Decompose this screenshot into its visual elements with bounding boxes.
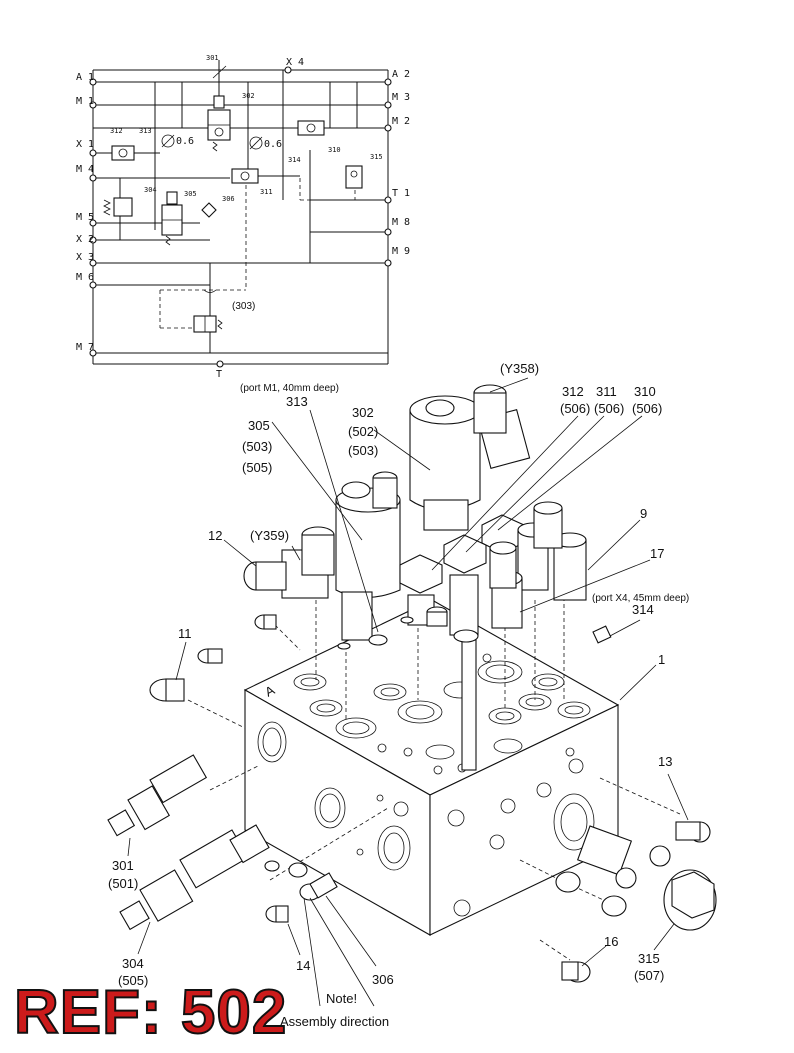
port-m7: M 7 bbox=[76, 342, 94, 353]
hydraulic-schematic: A 1 M 1 X 1 M 4 M 5 X 2 X 3 M 6 M 7 A 2 … bbox=[76, 54, 410, 380]
port-a2: A 2 bbox=[392, 69, 410, 80]
port-m2: M 2 bbox=[392, 116, 410, 127]
label-315: 315 bbox=[638, 951, 660, 966]
reference-number: REF: 502 bbox=[13, 978, 288, 1047]
label-302-503: (503) bbox=[348, 443, 378, 458]
schem-312: 312 bbox=[110, 127, 123, 135]
label-port-x4: (port X4, 45mm deep) bbox=[592, 593, 689, 604]
label-assembly-direction: Assembly direction bbox=[280, 1014, 389, 1029]
schem-orifice-2: 0.6 bbox=[264, 139, 282, 150]
label-11: 11 bbox=[178, 626, 192, 641]
port-m3: M 3 bbox=[392, 92, 410, 103]
schem-302: 302 bbox=[242, 92, 255, 100]
schem-313: 313 bbox=[139, 127, 152, 135]
label-302-502: (502) bbox=[348, 424, 378, 439]
port-t: T bbox=[216, 369, 222, 380]
port-x2: X 2 bbox=[76, 234, 94, 245]
label-313: 313 bbox=[286, 394, 308, 409]
label-304-505: (505) bbox=[118, 973, 148, 988]
port-x1: X 1 bbox=[76, 139, 94, 150]
label-311: 311 bbox=[596, 384, 617, 399]
label-312-506: (506) bbox=[560, 401, 590, 416]
label-302: 302 bbox=[352, 405, 374, 420]
port-a1: A 1 bbox=[76, 72, 94, 83]
label-305-505: (505) bbox=[242, 460, 272, 475]
port-x3: X 3 bbox=[76, 252, 94, 263]
label-port-m1: (port M1, 40mm deep) bbox=[240, 383, 339, 394]
label-16: 16 bbox=[604, 934, 618, 949]
label-y359: (Y359) bbox=[250, 528, 289, 543]
port-m4: M 4 bbox=[76, 164, 94, 175]
label-12: 12 bbox=[208, 528, 222, 543]
schem-310: 310 bbox=[328, 146, 341, 154]
label-306: 306 bbox=[372, 972, 394, 987]
schem-301: 301 bbox=[206, 54, 219, 62]
label-310: 310 bbox=[634, 384, 656, 399]
label-1: 1 bbox=[658, 652, 665, 667]
label-305-503: (503) bbox=[242, 439, 272, 454]
schem-314: 314 bbox=[288, 156, 301, 164]
port-m1: M 1 bbox=[76, 96, 94, 107]
schem-315: 315 bbox=[370, 153, 383, 161]
label-17: 17 bbox=[650, 546, 664, 561]
label-note: Note! bbox=[326, 991, 357, 1006]
schem-304: 304 bbox=[144, 186, 157, 194]
schem-306: 306 bbox=[222, 195, 235, 203]
label-315-507: (507) bbox=[634, 968, 664, 983]
label-305: 305 bbox=[248, 418, 270, 433]
label-312: 312 bbox=[562, 384, 584, 399]
label-310-506: (506) bbox=[632, 401, 662, 416]
label-9: 9 bbox=[640, 506, 647, 521]
port-m8: M 8 bbox=[392, 217, 410, 228]
label-311-506: (506) bbox=[594, 401, 624, 416]
label-314: 314 bbox=[632, 602, 654, 617]
schem-305: 305 bbox=[184, 190, 197, 198]
port-m6: M 6 bbox=[76, 272, 94, 283]
port-t1: T 1 bbox=[392, 188, 410, 199]
part-labels: (Y358) (port M1, 40mm deep) 313 302 (502… bbox=[108, 361, 689, 1029]
port-m9: M 9 bbox=[392, 246, 410, 257]
port-m5: M 5 bbox=[76, 212, 94, 223]
schem-311: 311 bbox=[260, 188, 273, 196]
schem-303: (303) bbox=[232, 301, 255, 312]
label-301: 301 bbox=[112, 858, 134, 873]
port-x4: X 4 bbox=[286, 57, 304, 68]
label-301-501: (501) bbox=[108, 876, 138, 891]
label-14: 14 bbox=[296, 958, 310, 973]
schem-orifice-1: 0.6 bbox=[176, 136, 194, 147]
label-304: 304 bbox=[122, 956, 144, 971]
label-13: 13 bbox=[658, 754, 672, 769]
exploded-view: A bbox=[107, 377, 717, 1007]
label-y358: (Y358) bbox=[500, 361, 539, 376]
